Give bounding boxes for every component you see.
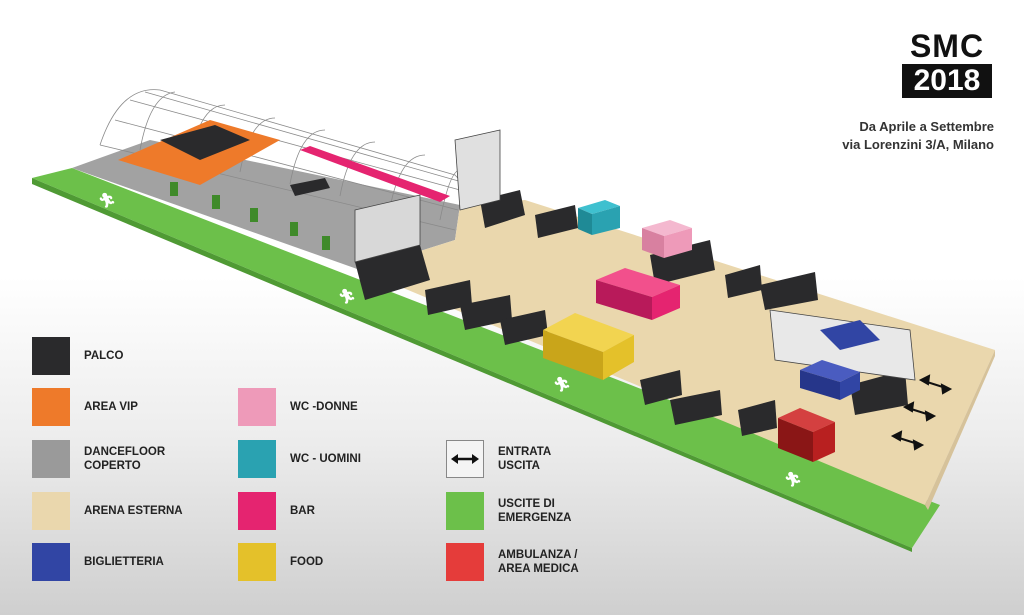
legend-ambulanza: AMBULANZA / AREA MEDICA [446, 543, 579, 581]
legend-label: BIGLIETTERIA [84, 556, 164, 568]
swatch-bar [238, 492, 276, 530]
legend-emergenza: USCITE DI EMERGENZA [446, 492, 571, 530]
logo-line1: SMC [909, 28, 985, 64]
legend-wc-uomini: WC - UOMINI [238, 440, 361, 478]
entrance-arrows [890, 374, 953, 451]
legend-arena: ARENA ESTERNA [32, 492, 183, 530]
legend-label: WC -DONNE [290, 401, 358, 413]
smc-logo: SMC 2018 [902, 30, 992, 98]
bar-tent [300, 146, 450, 202]
swatch-wc-uomini [238, 440, 276, 478]
swatch-arena [32, 492, 70, 530]
running-person-icon: 🏃︎ [98, 192, 116, 209]
wc-uomini [578, 200, 620, 235]
swatch-food [238, 543, 276, 581]
running-person-icon: 🏃︎ [553, 376, 571, 393]
wc-donne [642, 220, 692, 258]
bar-box [596, 268, 680, 320]
legend-label: BAR [290, 505, 315, 517]
legend-entrata: ENTRATA USCITA [446, 440, 551, 478]
legend-label: ENTRATA USCITA [498, 446, 552, 472]
legend-biglietteria: BIGLIETTERIA [32, 543, 164, 581]
legend-food: FOOD [238, 543, 323, 581]
legend-label: USCITE DI EMERGENZA [498, 498, 572, 524]
legend-label: ARENA ESTERNA [84, 505, 183, 517]
ambulanza [778, 408, 835, 462]
legend-label: PALCO [84, 350, 124, 362]
legend-wc-donne: WC -DONNE [238, 388, 358, 426]
legend-label: AMBULANZA / AREA MEDICA [498, 549, 579, 575]
legend-label: DANCEFLOOR COPERTO [84, 446, 166, 472]
legend-label: WC - UOMINI [290, 453, 361, 465]
event-dates: Da Aprile a Settembre [859, 119, 994, 134]
swatch-emergenza [446, 492, 484, 530]
food-box [543, 313, 634, 380]
emergency-exit-strip [32, 168, 940, 548]
legend-label: AREA VIP [84, 401, 138, 413]
running-person-icon: 🏃︎ [784, 471, 802, 488]
swatch-ambulanza [446, 543, 484, 581]
swatch-wc-donne [238, 388, 276, 426]
legend-bar: BAR [238, 492, 315, 530]
legend-palco: PALCO [32, 337, 123, 375]
event-address: via Lorenzini 3/A, Milano [842, 137, 994, 152]
logo-line2: 2018 [902, 64, 992, 98]
swatch-area-vip [32, 388, 70, 426]
running-person-icon: 🏃︎ [338, 288, 356, 305]
arena-esterna [360, 200, 995, 505]
event-info: Da Aprile a Settembre via Lorenzini 3/A,… [842, 118, 994, 154]
double-arrow-icon [446, 440, 484, 478]
legend-dancefloor: DANCEFLOOR COPERTO [32, 440, 165, 478]
palco-structures [354, 129, 916, 436]
legend-label: FOOD [290, 556, 324, 568]
biglietteria [800, 320, 880, 400]
swatch-biglietteria [32, 543, 70, 581]
swatch-dancefloor [32, 440, 70, 478]
swatch-palco [32, 337, 70, 375]
legend-area-vip: AREA VIP [32, 388, 138, 426]
